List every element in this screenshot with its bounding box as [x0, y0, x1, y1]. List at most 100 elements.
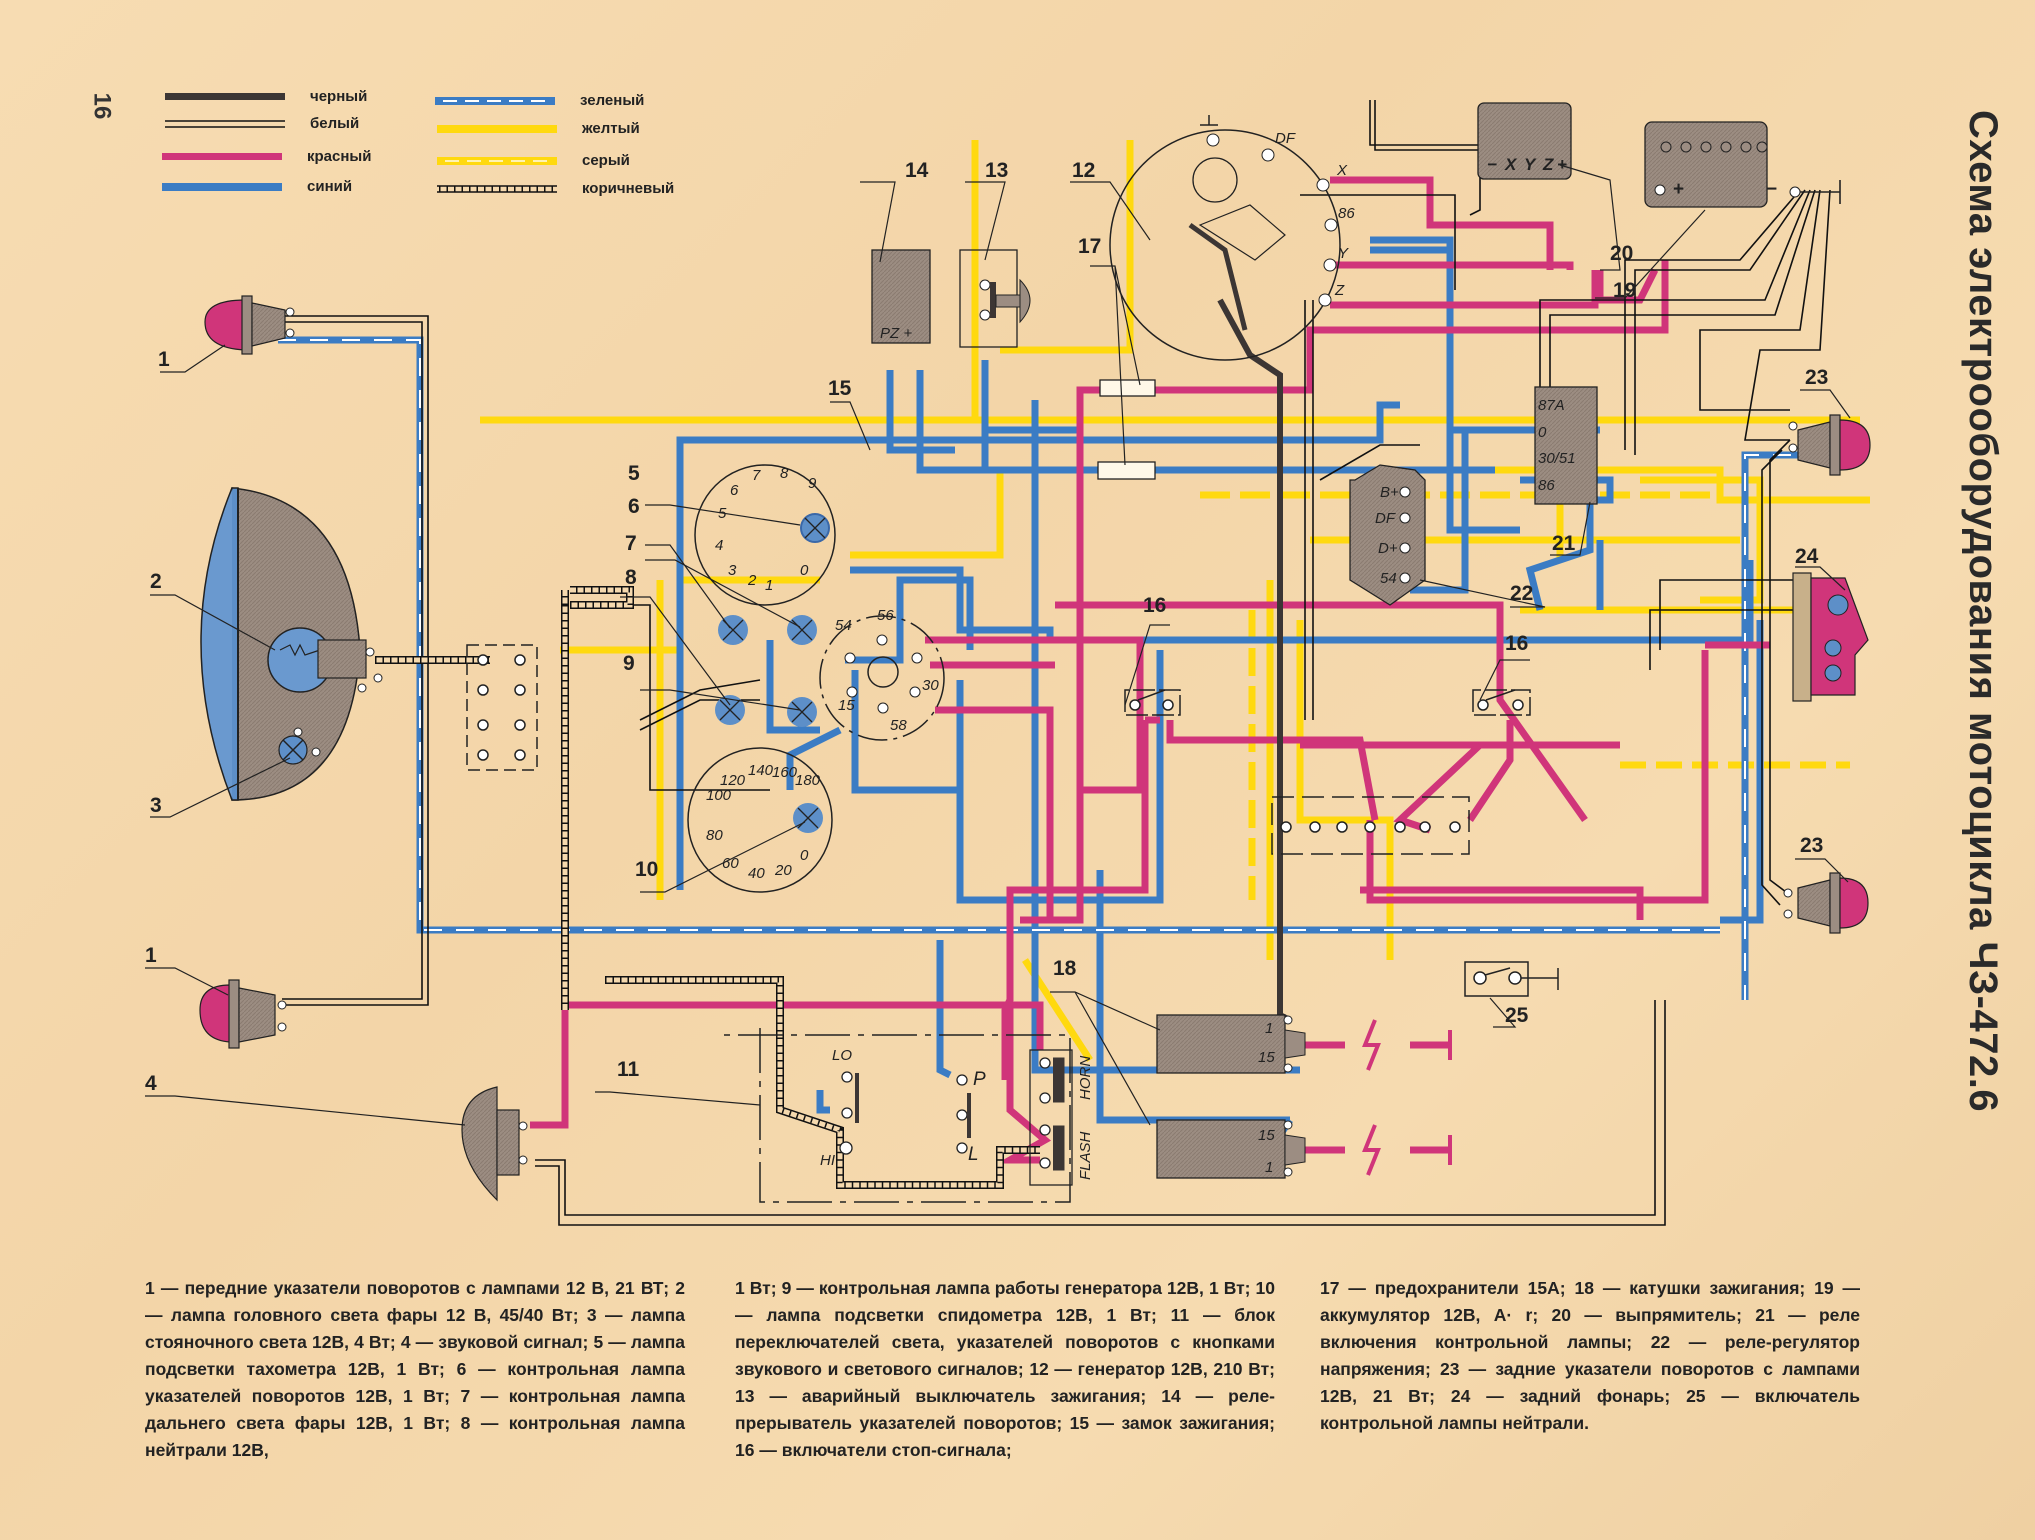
callout-4: 4	[145, 1072, 157, 1095]
wire-yellow	[1640, 476, 1764, 604]
terminal-label: 1	[1265, 1159, 1273, 1176]
callout-labels: 1 2 3 1 4 5 6 7 8 9 10 11 12 13 14 15 16…	[145, 159, 1828, 1095]
callout-10: 10	[635, 858, 658, 881]
wire-red	[1330, 261, 1574, 270]
wire-white	[1539, 189, 1811, 400]
tail-lamp	[1792, 572, 1869, 702]
legend-swatch-white	[165, 119, 285, 128]
legend-label: белый	[310, 115, 360, 132]
rear-turn-signal-lower	[1783, 872, 1869, 934]
callout-16-front: 16	[1143, 594, 1166, 617]
spark-icon	[1362, 1019, 1381, 1071]
callout-19: 19	[1613, 279, 1636, 302]
callout-9: 9	[623, 652, 635, 675]
legend-label: желтый	[582, 120, 640, 137]
terminal-label: 56	[877, 607, 894, 624]
terminal-label: 30	[922, 677, 939, 694]
wire-blue	[956, 650, 1164, 904]
legend-item-blue: синий	[162, 178, 352, 195]
legend-label: коричневый	[582, 180, 675, 197]
wire-red	[1166, 720, 1379, 821]
legend-item-black: черный	[165, 88, 367, 105]
terminal-label: 58	[890, 717, 907, 734]
terminal-label: Z	[1542, 155, 1554, 174]
terminal-label: 54	[1380, 570, 1397, 587]
handlebar-switch-block: LO HI P L HORN FLASH	[720, 1028, 1094, 1203]
speedo-tick: 140	[748, 762, 774, 779]
wire-white	[1369, 100, 1485, 146]
front-turn-signal-upper	[204, 295, 295, 355]
tacho-tick: 7	[752, 467, 761, 484]
wire-white	[1761, 449, 1783, 906]
brake-switch-rear	[1472, 689, 1531, 716]
wire-white	[535, 1000, 1656, 1216]
spark-icon	[1362, 1124, 1381, 1176]
wire-red	[1330, 176, 1554, 270]
neutral-switch	[1464, 961, 1559, 997]
voltage-regulator: B+ DF D+ 54	[1349, 464, 1426, 606]
wire-red	[561, 1001, 1044, 1110]
speedometer-scale: 0 20 40 60 80 100 120 140 160 180	[706, 762, 821, 882]
legend-swatch-brown	[437, 184, 557, 193]
wire-white	[1659, 579, 1820, 650]
wire-blue	[1370, 246, 1520, 534]
flasher-relay: PZ +	[871, 249, 931, 344]
rectifier: − X Y Z +	[1477, 102, 1572, 180]
wire-blue	[981, 430, 1495, 474]
caption-column-1: 1 — передние указатели поворотов с лампа…	[145, 1278, 685, 1460]
wire-red	[1330, 270, 1599, 309]
callout-5: 5	[628, 462, 640, 485]
tacho-tick: 4	[715, 537, 723, 554]
terminal-label: 1	[1265, 1020, 1273, 1037]
terminal-label: +	[1557, 155, 1567, 174]
terminal-label: D+	[1378, 540, 1398, 557]
ground-symbol	[1200, 115, 1218, 126]
speedo-tick: 80	[706, 827, 723, 844]
terminal-label: P	[973, 1069, 986, 1090]
wire-green	[1720, 620, 1764, 924]
tacho-tick: 3	[728, 562, 737, 579]
legend-swatch-green	[435, 96, 555, 105]
terminal-label: X	[1504, 155, 1518, 174]
callout-18: 18	[1053, 957, 1077, 980]
red-wires	[530, 176, 1770, 1164]
legend-label: черный	[310, 88, 368, 105]
callout-20: 20	[1610, 242, 1633, 265]
fuses	[1097, 379, 1156, 480]
legend-item-green: зеленый	[435, 92, 644, 109]
speedo-tick: 60	[722, 855, 739, 872]
terminal-label: LO	[832, 1047, 852, 1064]
tacho-tick: 2	[747, 572, 757, 589]
wire-red	[935, 706, 1054, 920]
terminal-label: 15	[1258, 1049, 1275, 1066]
legend-swatch-blue	[162, 182, 282, 191]
horn	[461, 1086, 528, 1202]
legend-swatch-grey	[437, 156, 557, 165]
callout-6: 6	[628, 495, 640, 518]
diagram-title: Схема электрооборудования мотоцикла ЧЗ-4…	[1961, 110, 2005, 1113]
brown-wires	[375, 586, 1040, 1189]
wire-blue	[851, 670, 964, 880]
tacho-tick: 8	[780, 465, 789, 482]
ignition-coil-lower: 15 1	[1156, 1119, 1452, 1179]
brake-switch-front	[1124, 689, 1181, 716]
terminal-label: HI	[820, 1152, 835, 1169]
legend-label: синий	[307, 178, 353, 195]
callout-12: 12	[1072, 159, 1095, 182]
legend-swatch-yellow	[437, 124, 557, 133]
wire-red	[1020, 260, 1669, 924]
wire-white	[1744, 189, 1831, 441]
terminal-label: −	[1487, 155, 1497, 174]
caption-column-2: 1 Вт; 9 — контрольная лампа работы генер…	[735, 1278, 1275, 1460]
terminal-label: L	[968, 1144, 979, 1165]
emergency-kill-switch	[959, 249, 1031, 348]
terminal-label: 30/51	[1538, 450, 1576, 467]
wire-red	[1366, 650, 1709, 904]
callouts	[145, 164, 1851, 1126]
rear-turn-signal-upper	[1788, 414, 1871, 476]
callout-22: 22	[1510, 582, 1533, 605]
tacho-tick: 1	[765, 577, 773, 594]
legend-swatch-black	[165, 92, 285, 100]
callout-21: 21	[1552, 532, 1576, 555]
terminal-label: HORN	[1077, 1056, 1094, 1100]
